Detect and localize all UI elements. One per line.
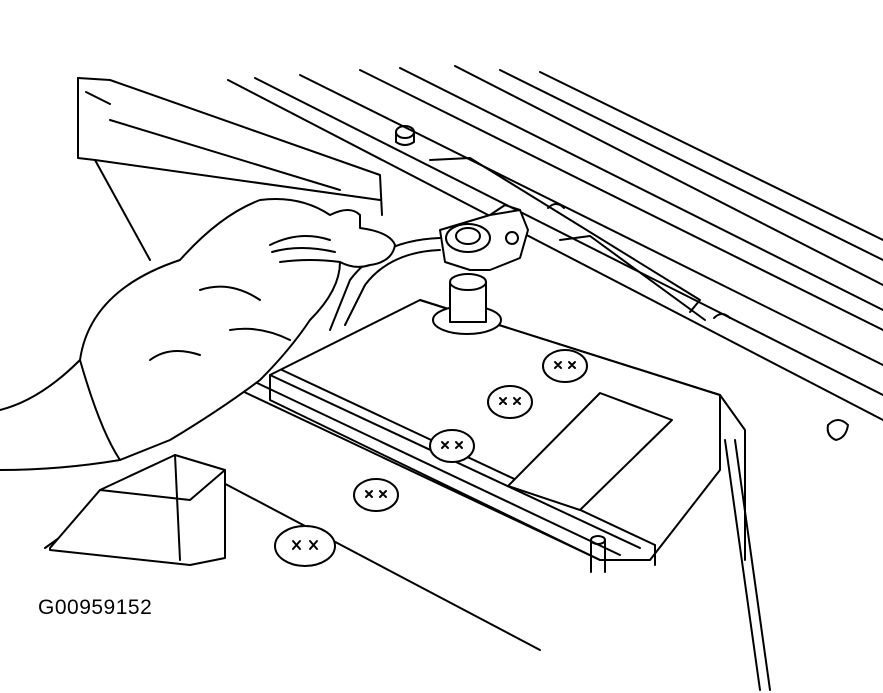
hand	[0, 198, 396, 471]
cell-cap	[353, 478, 399, 512]
battery-post	[432, 273, 502, 335]
battery-cell-caps	[274, 349, 588, 567]
engine-bay-frame	[227, 65, 883, 441]
battery-label-area	[507, 392, 673, 511]
bracket-housing	[77, 77, 383, 261]
lower-left-block	[49, 454, 226, 566]
cell-cap	[542, 349, 588, 383]
cell-cap	[274, 525, 336, 567]
cell-cap	[429, 429, 475, 463]
hold-down-rod	[590, 439, 771, 691]
cable-terminal	[439, 204, 529, 271]
figure-id-label: G00959152	[38, 596, 153, 619]
cell-cap	[487, 385, 533, 419]
